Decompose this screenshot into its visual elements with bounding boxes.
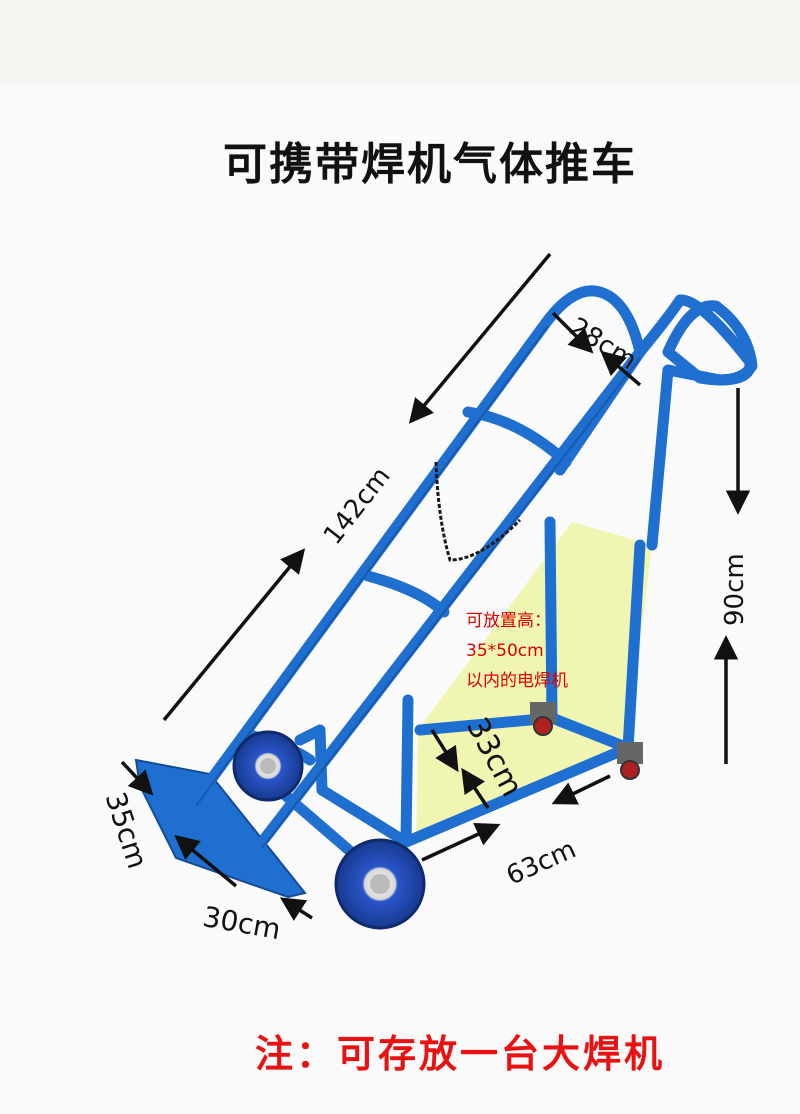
depth-arrow-left (421, 823, 501, 862)
footer-note: 注：可存放一台大焊机 (254, 1032, 665, 1076)
handle-arrow-a (551, 311, 594, 354)
wheel-left (232, 730, 304, 802)
top-band (0, 0, 800, 84)
caster-rear-left (530, 702, 556, 736)
dim-height-label: 90cm (720, 553, 750, 626)
capacity-note-line3: 以内的电焊机 (466, 671, 568, 691)
handle-arrow-b (600, 350, 642, 387)
plate-width-arrow-a (174, 834, 238, 888)
product-stage (0, 84, 800, 1114)
plate-length-arrow (120, 760, 154, 796)
length-arrow-lower (162, 548, 306, 722)
platform-arrow-upper (430, 729, 459, 773)
capacity-zone (416, 522, 652, 845)
wheel-front (334, 838, 426, 930)
length-arrow-upper (408, 252, 552, 424)
page-title: 可携带焊机气体推车 (223, 139, 637, 190)
safety-chain (434, 461, 522, 562)
caster-rear-right (617, 742, 643, 780)
capacity-note-line2: 35*50cm (466, 641, 544, 661)
capacity-note-line1: 可放置高： (466, 611, 551, 631)
platform-arrow-lower (461, 767, 490, 809)
plate-width-arrow-b (279, 897, 313, 921)
depth-arrow-right (551, 774, 611, 805)
